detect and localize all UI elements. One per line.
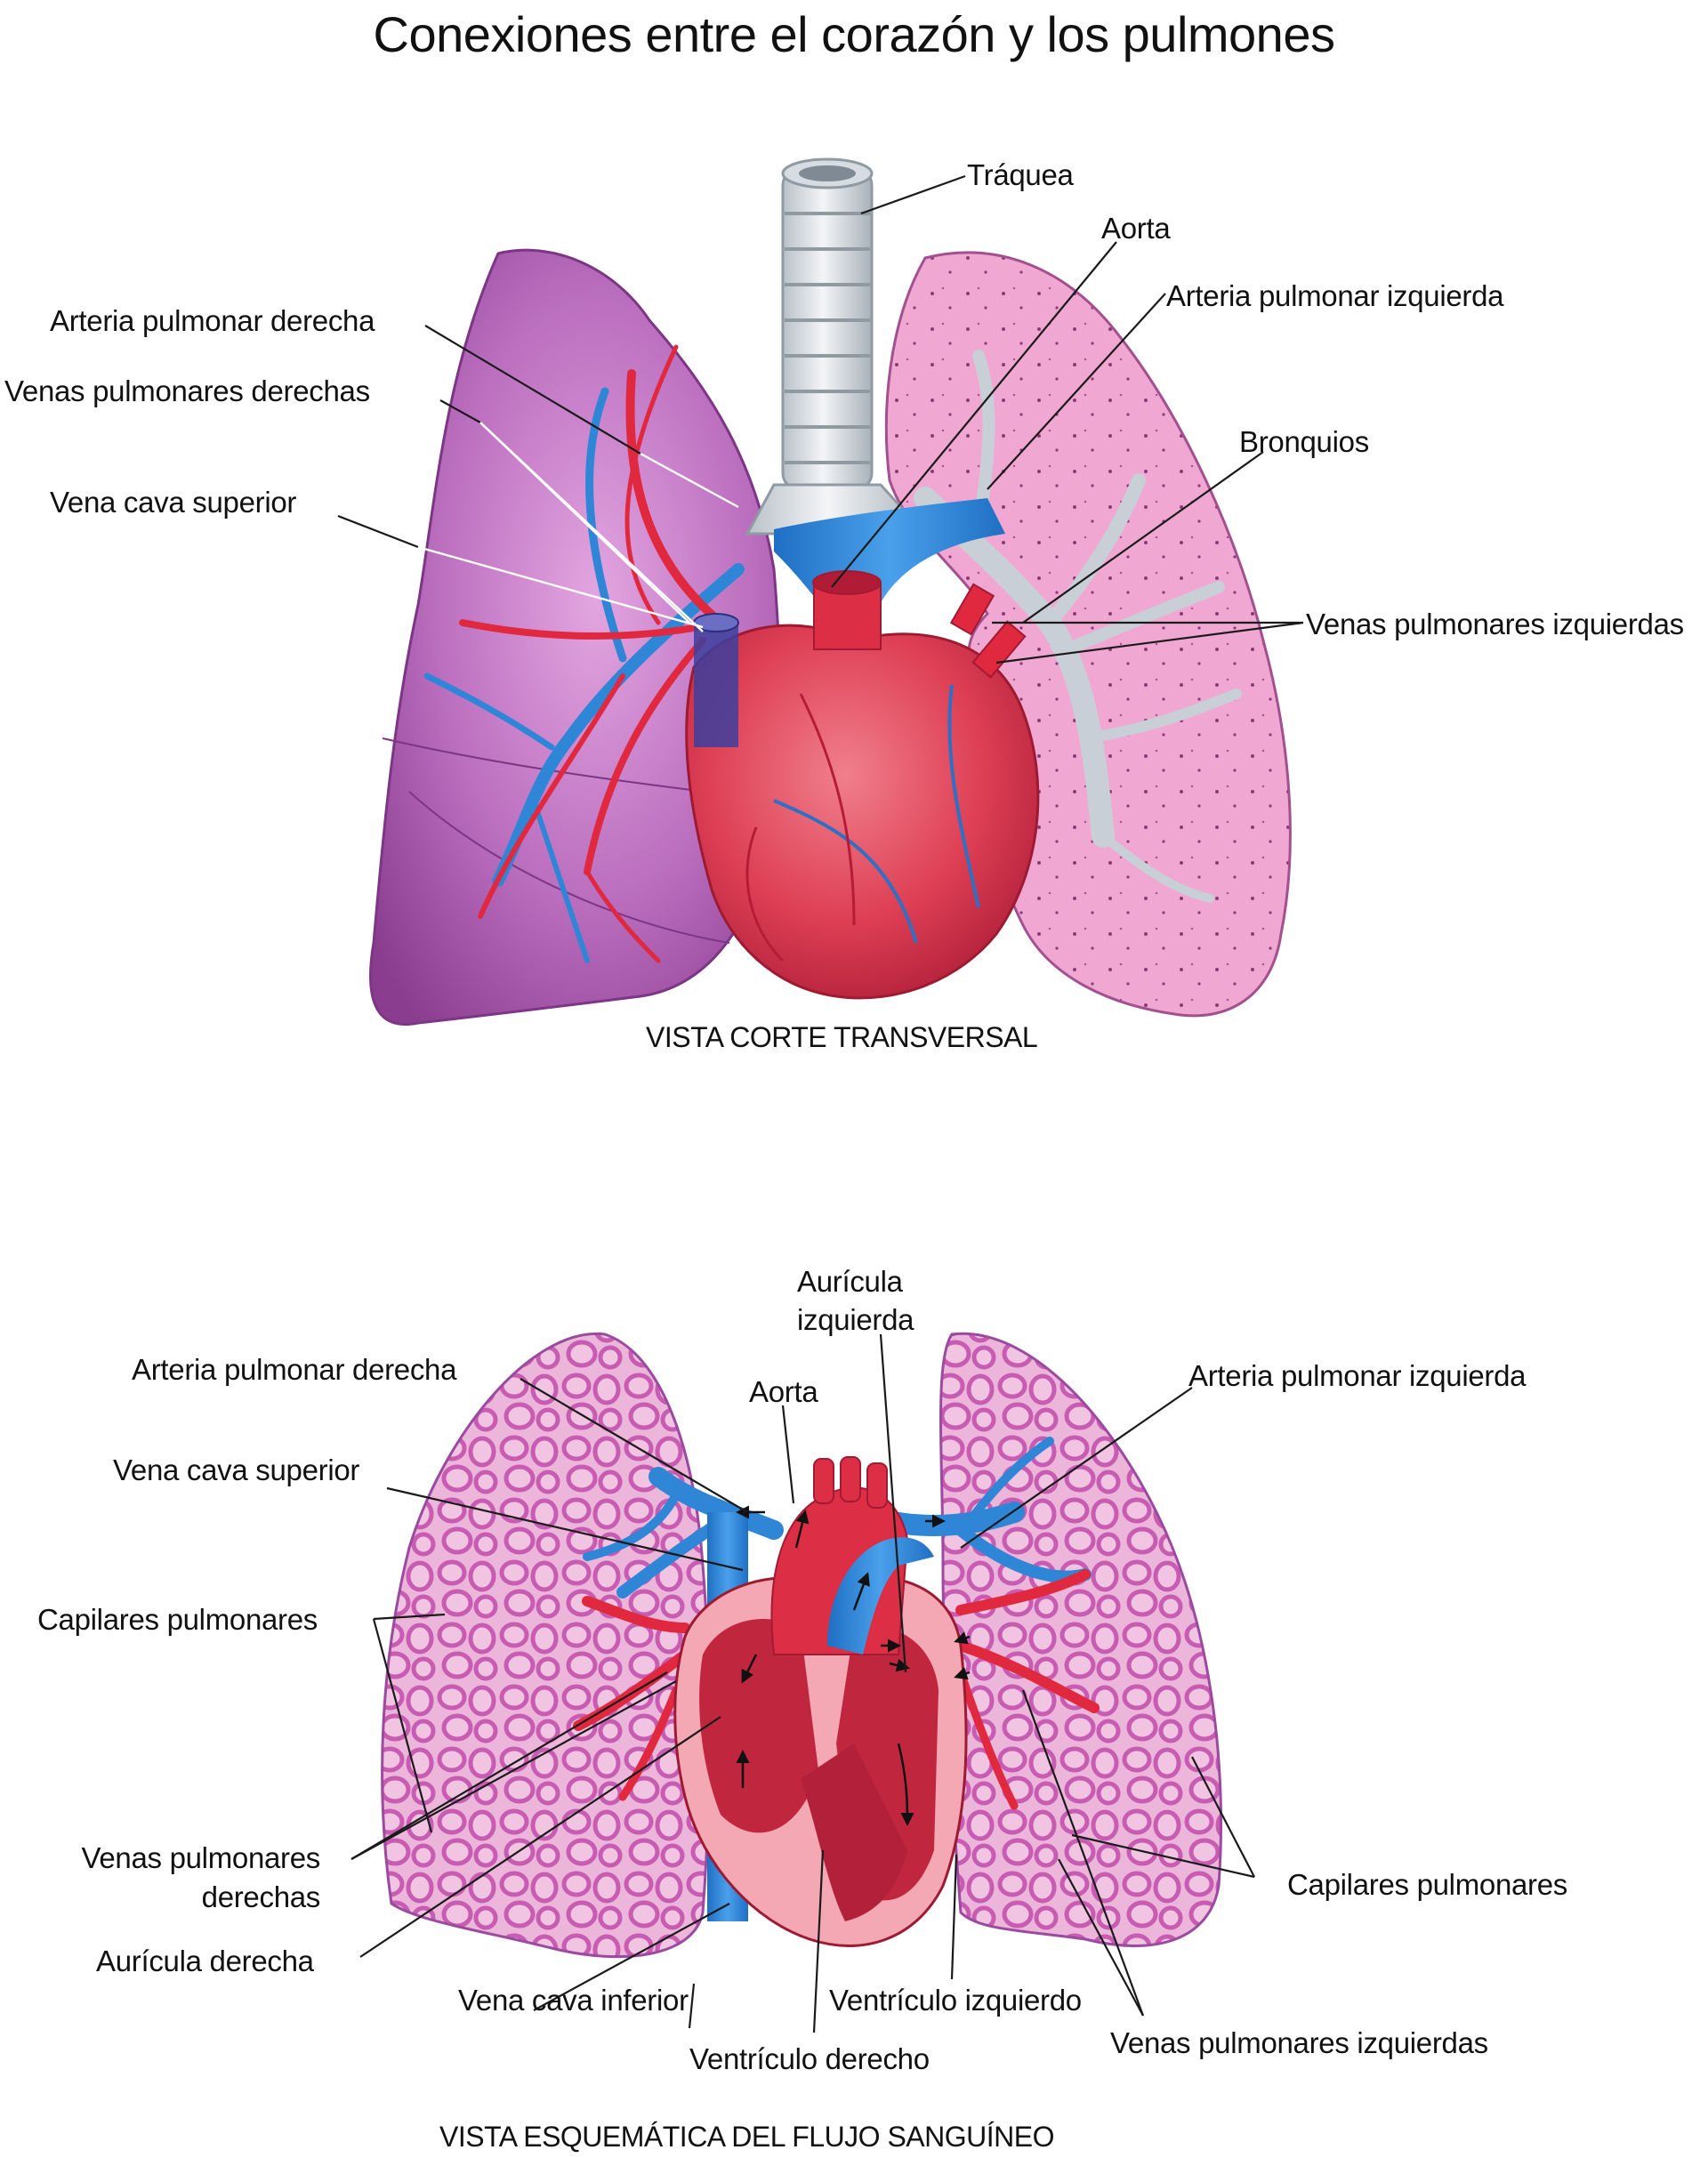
label-arteria-pulmonar-derecha-bottom: Arteria pulmonar derecha (132, 1353, 457, 1386)
schematic-left-lung (939, 1332, 1222, 1947)
label-traquea: Tráquea (967, 158, 1074, 191)
label-auricula-derecha: Aurícula derecha (96, 1945, 314, 1977)
label-venas-pulmonares-derechas-line2: derechas (201, 1880, 321, 1913)
label-ventriculo-derecho: Ventrículo derecho (689, 2042, 930, 2075)
label-vena-cava-superior-bottom: Vena cava superior (113, 1453, 360, 1486)
label-aorta-bottom: Aorta (749, 1375, 818, 1408)
label-arteria-pulmonar-izquierda-top: Arteria pulmonar izquierda (1166, 279, 1504, 312)
label-venas-pulmonares-izquierdas-bottom: Venas pulmonares izquierdas (1110, 2026, 1488, 2059)
label-capilares-pulmonares-right: Capilares pulmonares (1287, 1868, 1567, 1901)
label-venas-pulmonares-izquierdas-top: Venas pulmonares izquierdas (1306, 608, 1684, 640)
label-bronquios: Bronquios (1239, 425, 1369, 458)
trachea (745, 157, 929, 535)
top-view-illustration (337, 157, 1304, 1026)
label-vena-cava-superior-top: Vena cava superior (50, 486, 297, 519)
page-title: Conexiones entre el corazón y los pulmon… (373, 6, 1335, 62)
bottom-leader-lines (350, 1333, 1255, 2033)
label-auricula-izquierda-line2: izquierda (797, 1303, 914, 1336)
caption-bottom-view: VISTA ESQUEMÁTICA DEL FLUJO SANGUÍNEO (439, 2121, 1054, 2153)
label-ventriculo-izquierdo: Ventrículo izquierdo (829, 1984, 1082, 2017)
label-auricula-izquierda-line1: Aurícula (797, 1265, 903, 1298)
label-vena-cava-inferior: Vena cava inferior (458, 1984, 689, 2017)
bottom-view-illustration (350, 1332, 1255, 2033)
label-capilares-pulmonares-left: Capilares pulmonares (37, 1603, 318, 1636)
top-leader-lines (337, 174, 1304, 664)
label-arteria-pulmonar-izquierda-bottom: Arteria pulmonar izquierda (1188, 1359, 1527, 1392)
label-aorta-top: Aorta (1101, 212, 1171, 245)
label-venas-pulmonares-derechas-line1: Venas pulmonares (81, 1841, 320, 1874)
label-arteria-pulmonar-derecha-top: Arteria pulmonar derecha (50, 304, 375, 337)
caption-top-view: VISTA CORTE TRANSVERSAL (646, 1021, 1038, 1053)
schematic-right-lung (381, 1332, 711, 1959)
label-venas-pulmonares-derechas-top: Venas pulmonares derechas (4, 374, 370, 407)
heart (685, 624, 1040, 1000)
